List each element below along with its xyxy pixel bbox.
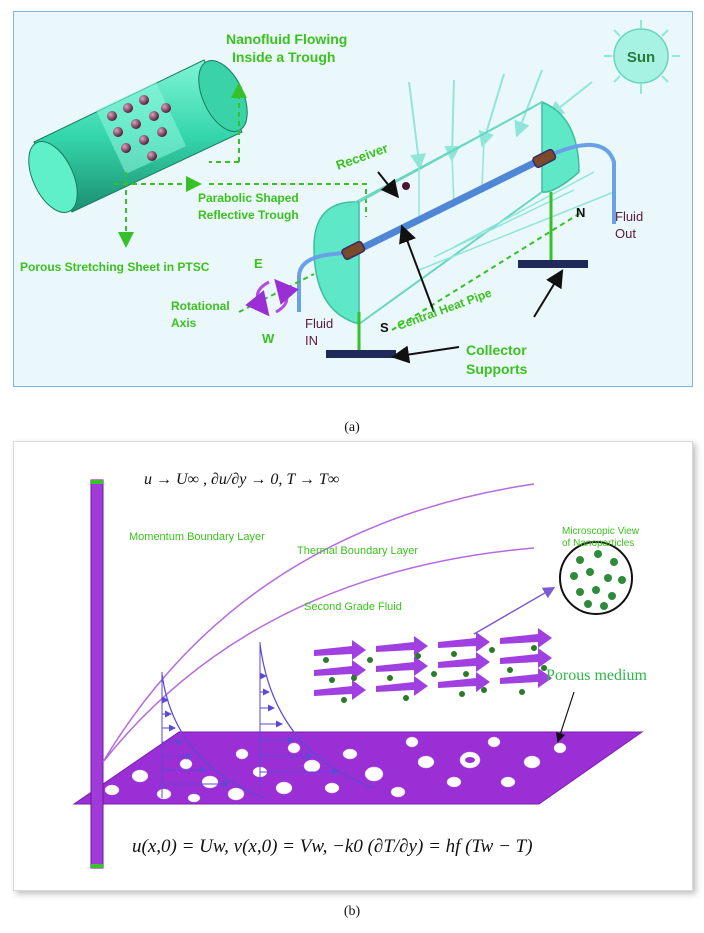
velocity-profile-1 — [161, 672, 265, 799]
collector-label-line1: Collector — [466, 342, 527, 358]
microscopic-label-line2: of Nanoparticles — [562, 538, 634, 549]
microscopic-pointer — [473, 586, 556, 635]
second-grade-label: Second Grade Fluid — [304, 601, 402, 613]
thermal-label: Thermal Boundary Layer — [297, 545, 418, 557]
parabolic-trough — [313, 100, 615, 325]
momentum-boundary-curve — [102, 483, 535, 763]
north-label: N — [576, 205, 585, 220]
sun-label: Sun — [627, 49, 655, 66]
rotational-axis-line — [238, 273, 315, 313]
west-label: W — [262, 331, 275, 346]
caption-a: (a) — [344, 420, 360, 435]
central-heat-pipe-label: Central Heat Pipe — [395, 286, 493, 333]
panel-a-solar-trough-diagram: Sun — [13, 11, 693, 387]
south-label: S — [380, 320, 389, 335]
flow-nanoparticles — [323, 645, 547, 703]
vertical-wall — [90, 479, 104, 869]
microscopic-view-circle — [559, 541, 633, 615]
nanofluid-cylinder — [28, 59, 248, 213]
collector-label-line2: Supports — [466, 361, 528, 377]
nanofluid-title-line1: Nanofluid Flowing — [226, 31, 347, 47]
nanoparticles-in-cylinder — [107, 95, 171, 161]
sun: Sun — [604, 20, 680, 94]
panel-b-boundary-layer-diagram: Momentum Boundary Layer Thermal Boundary… — [13, 441, 693, 891]
thermal-boundary-curve — [102, 547, 535, 763]
rotational-label-line1: Rotational — [171, 299, 230, 313]
north-south-axis — [391, 211, 583, 331]
dashed-connectors — [114, 82, 367, 248]
bottom-boundary-equation: u(x,0) = Uw, v(x,0) = Vw, −k0 (∂T/∂y) = … — [132, 836, 533, 857]
fluid-out-label-line1: Fluid — [615, 209, 643, 224]
rotation-arrows — [245, 278, 299, 317]
central-heat-pipe — [297, 143, 616, 312]
pointer-arrows — [377, 171, 564, 364]
caption-b: (b) — [343, 904, 361, 919]
porous-sheet-label: Porous Stretching Sheet in PTSC — [20, 260, 210, 274]
fluid-out-label-line2: Out — [615, 226, 636, 241]
collector-supports — [326, 192, 588, 358]
velocity-profile-2 — [259, 642, 375, 789]
momentum-label: Momentum Boundary Layer — [129, 531, 265, 543]
fluid-in-label-line2: IN — [305, 333, 318, 348]
porous-plate — [72, 731, 644, 805]
panel-b-svg: Momentum Boundary Layer Thermal Boundary… — [72, 471, 647, 869]
nanofluid-title-line2: Inside a Trough — [232, 49, 335, 65]
flow-arrows — [314, 628, 552, 700]
parabolic-label-line2: Reflective Trough — [198, 208, 299, 222]
fluid-in-label-line1: Fluid — [305, 316, 333, 331]
panel-a-svg: Sun — [20, 20, 680, 377]
rotational-label-line2: Axis — [171, 316, 197, 330]
receiver-label: Receiver — [334, 140, 390, 173]
east-label: E — [254, 256, 263, 271]
sun-rays — [408, 69, 593, 170]
porous-pointer — [555, 691, 575, 743]
microscopic-label-line1: Microscopic View — [562, 526, 640, 537]
top-boundary-equation: u → U∞ , ∂u/∂y → 0, T → T∞ — [144, 471, 339, 488]
parabolic-label-line1: Parabolic Shaped — [198, 191, 299, 205]
porous-medium-label: Porous medium — [546, 667, 647, 684]
